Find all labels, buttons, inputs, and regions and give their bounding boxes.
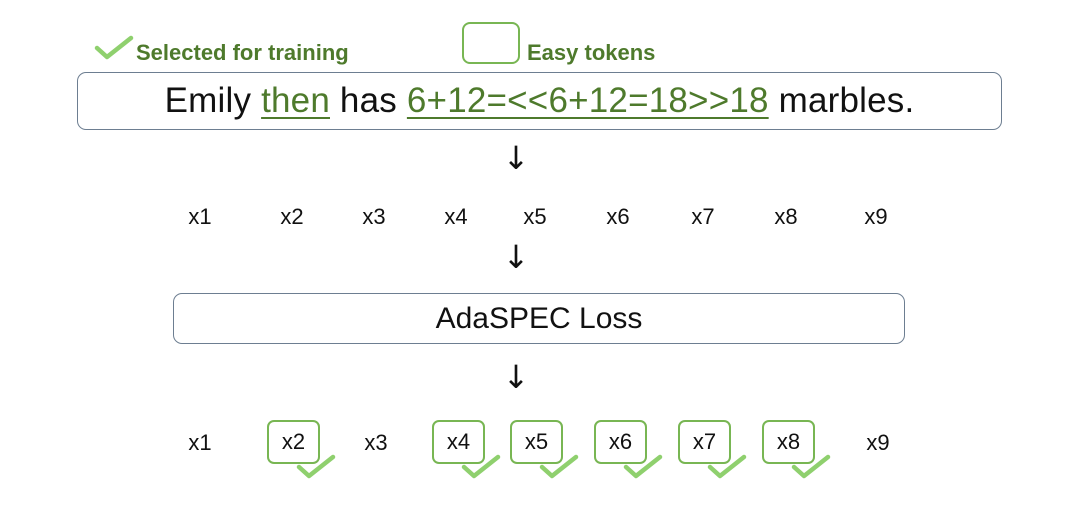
check-mark-icon (539, 454, 579, 479)
input-token-x1: x1 (188, 204, 212, 229)
selected-span-equation: 6+12=<<6+12=18>>18 (406, 81, 769, 120)
loss-label: AdaSPEC Loss (435, 301, 643, 335)
check-mark-icon (707, 454, 747, 479)
sentence-part-2: has (330, 81, 407, 120)
selected-span-then: then (261, 81, 330, 120)
output-token-x1: x1 (188, 430, 212, 455)
output-token-x4-selected: x4 (432, 420, 485, 464)
down-arrow-icon: ↓ (502, 139, 530, 177)
output-token-x5-selected: x5 (510, 420, 563, 464)
check-mark-icon (791, 454, 831, 479)
sentence-part-1: Emily (164, 81, 262, 120)
input-token-x4: x4 (444, 204, 468, 229)
legend-easy-box-icon (462, 22, 520, 64)
input-token-x6: x6 (606, 204, 630, 229)
down-arrow-icon: ↓ (502, 358, 530, 396)
output-token-x8-selected: x8 (762, 420, 815, 464)
input-token-x5: x5 (523, 204, 547, 229)
output-token-x3: x3 (364, 430, 388, 455)
input-token-x2: x2 (280, 204, 304, 229)
check-mark-icon (623, 454, 663, 479)
sentence-text: Emily then has 6+12=<<6+12=18>>18 marble… (165, 81, 915, 121)
adaspec-loss-box: AdaSPEC Loss (173, 293, 905, 344)
output-token-x6-selected: x6 (594, 420, 647, 464)
check-mark-icon (461, 454, 501, 479)
legend-easy-label: Easy tokens (527, 40, 656, 65)
input-token-x3: x3 (362, 204, 386, 229)
output-token-x7-selected: x7 (678, 420, 731, 464)
legend-selected-label: Selected for training (136, 40, 349, 65)
down-arrow-icon: ↓ (502, 238, 530, 276)
sentence-box: Emily then has 6+12=<<6+12=18>>18 marble… (77, 72, 1002, 130)
output-token-x2-selected: x2 (267, 420, 320, 464)
sentence-part-3: marbles. (768, 81, 915, 120)
input-token-x7: x7 (691, 204, 715, 229)
check-mark-icon (296, 454, 336, 479)
output-token-x9: x9 (866, 430, 890, 455)
input-token-x8: x8 (774, 204, 798, 229)
legend-check-icon (94, 35, 134, 60)
input-token-x9: x9 (864, 204, 888, 229)
